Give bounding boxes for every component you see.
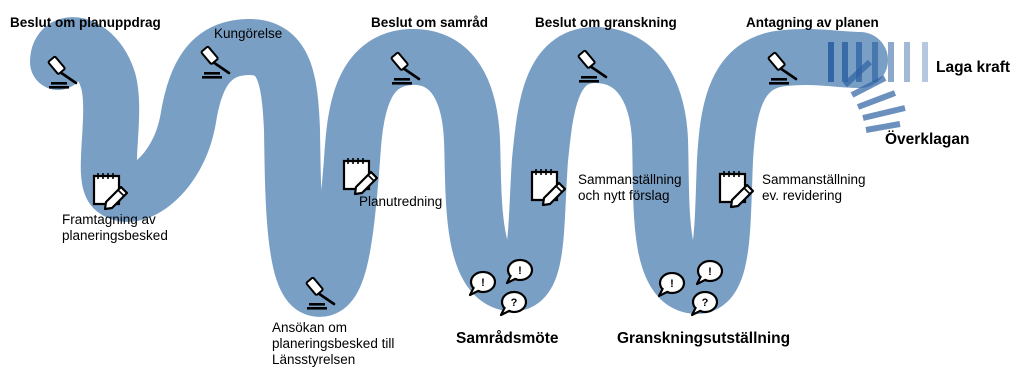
svg-text:!: ! — [518, 265, 522, 277]
svg-text:?: ? — [511, 297, 518, 309]
process-path — [30, 17, 888, 317]
label-overklagan: Överklagan — [885, 131, 970, 148]
label-beslut-samrad: Beslut om samråd — [371, 15, 489, 30]
label-kungorelse: Kungörelse — [214, 26, 283, 41]
svg-text:!: ! — [481, 277, 485, 289]
label-sammanstallning-rev: Sammanställning ev. revidering — [762, 172, 866, 203]
label-ansokan: Ansökan om planeringsbesked till Länssty… — [272, 320, 395, 367]
overklagan-stripes — [842, 59, 906, 133]
label-beslut-granskning: Beslut om granskning — [535, 15, 677, 30]
label-beslut-planuppdrag: Beslut om planuppdrag — [10, 15, 161, 30]
label-planutredning: Planutredning — [359, 194, 443, 209]
svg-text:?: ? — [702, 297, 709, 309]
laga-kraft-stripes — [828, 42, 928, 82]
svg-text:!: ! — [670, 278, 674, 290]
speech-bubbles-granskning: ! ! ? — [657, 259, 724, 317]
label-sammanstallning-nytt: Sammanställning och nytt förslag — [578, 172, 682, 203]
label-samradsmote: Samrådsmöte — [456, 330, 559, 347]
label-framtagning: Framtagning av planeringsbesked — [62, 212, 168, 243]
svg-text:!: ! — [708, 266, 712, 278]
speech-bubbles-samrad: ! ! ? — [468, 258, 534, 317]
label-laga-kraft: Laga kraft — [936, 59, 1011, 76]
label-antagning: Antagning av planen — [746, 15, 879, 30]
label-granskningsutstallning: Granskningsutställning — [617, 330, 791, 347]
